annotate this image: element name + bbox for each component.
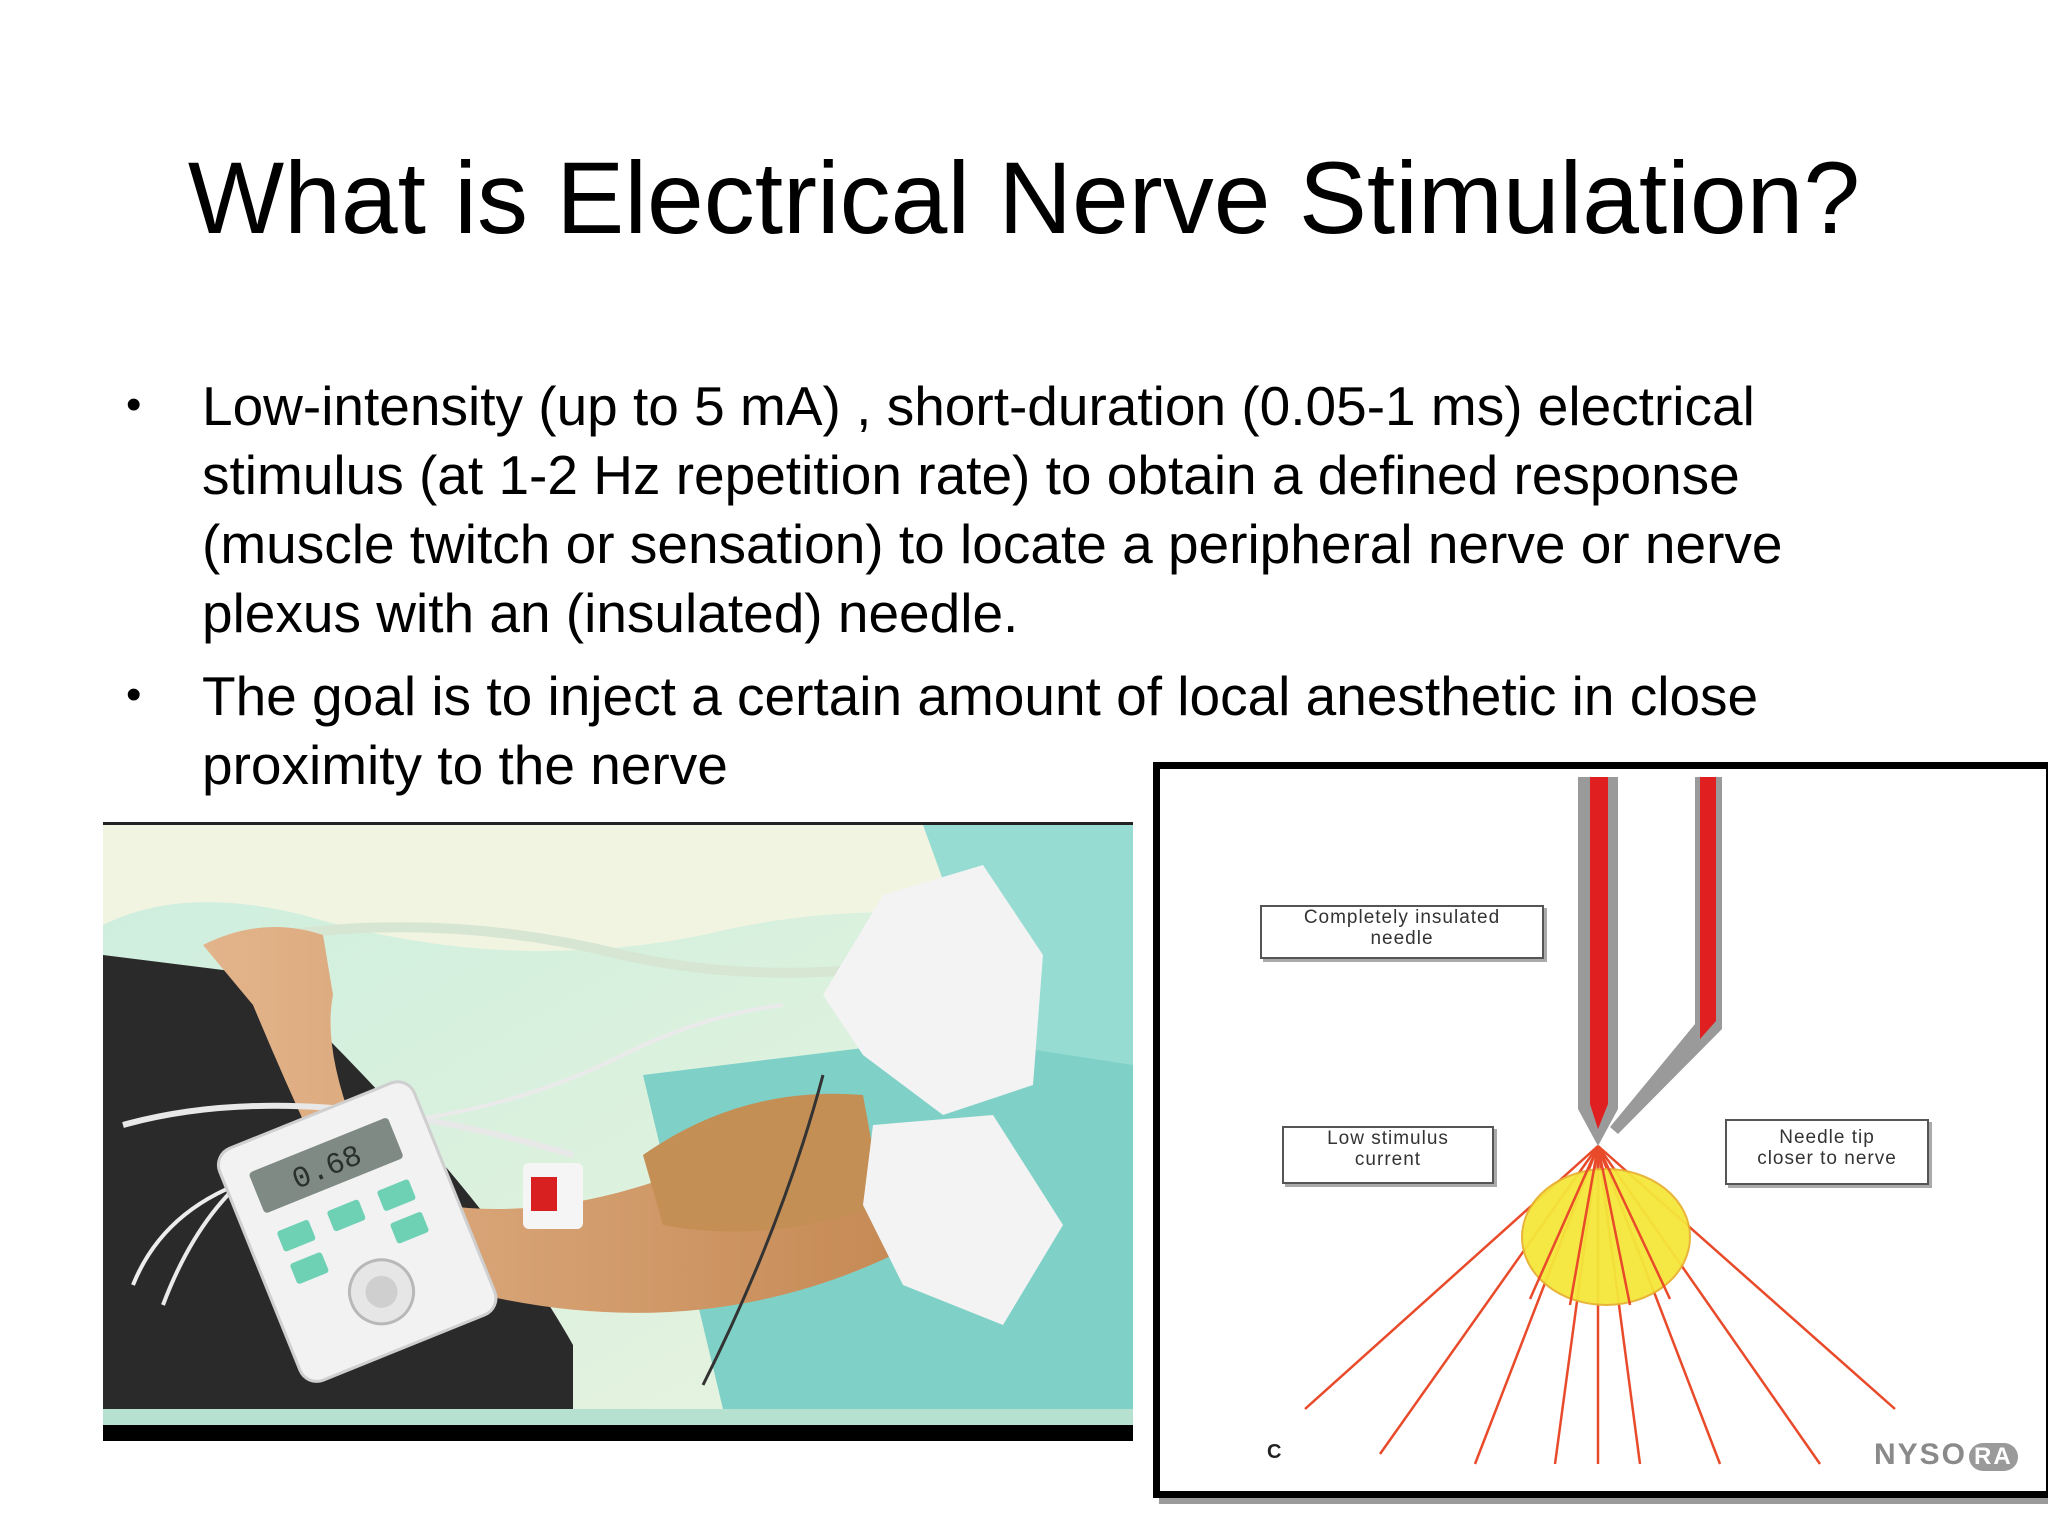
needle-diagram: Completely insulated needle Low stimulus… xyxy=(1153,762,2048,1498)
label-line: Completely insulated xyxy=(1303,907,1501,928)
bullet-text: The goal is to inject a certain amount o… xyxy=(202,665,1759,796)
label-line: Low stimulus xyxy=(1327,1128,1449,1149)
bullet-item: • Low-intensity (up to 5 mA) , short-dur… xyxy=(118,372,1898,648)
label-insulated-needle: Completely insulated needle xyxy=(1260,905,1544,959)
needle-field-graphic xyxy=(1304,777,1896,1465)
label-line: current xyxy=(1354,1149,1422,1170)
bullet-list: • Low-intensity (up to 5 mA) , short-dur… xyxy=(118,372,1898,814)
procedure-illustration: 0.68 xyxy=(103,825,1133,1409)
bullet-item: • The goal is to inject a certain amount… xyxy=(118,662,1898,800)
label-line: needle xyxy=(1370,928,1434,949)
bullet-marker: • xyxy=(126,380,142,429)
label-needle-tip: Needle tip closer to nerve xyxy=(1725,1119,1929,1185)
logo-badge: RA xyxy=(1969,1443,2018,1471)
procedure-photo: 0.68 xyxy=(103,822,1133,1441)
label-low-stimulus-current: Low stimulus current xyxy=(1282,1126,1494,1184)
slide-title: What is Electrical Nerve Stimulation? xyxy=(187,141,1861,255)
bullet-text: Low-intensity (up to 5 mA) , short-durat… xyxy=(202,375,1783,644)
bullet-marker: • xyxy=(126,670,142,719)
logo-text: NYSO xyxy=(1874,1438,1968,1471)
label-line: closer to nerve xyxy=(1757,1148,1897,1169)
label-line: Needle tip xyxy=(1779,1127,1875,1148)
panel-letter: C xyxy=(1267,1441,1282,1463)
